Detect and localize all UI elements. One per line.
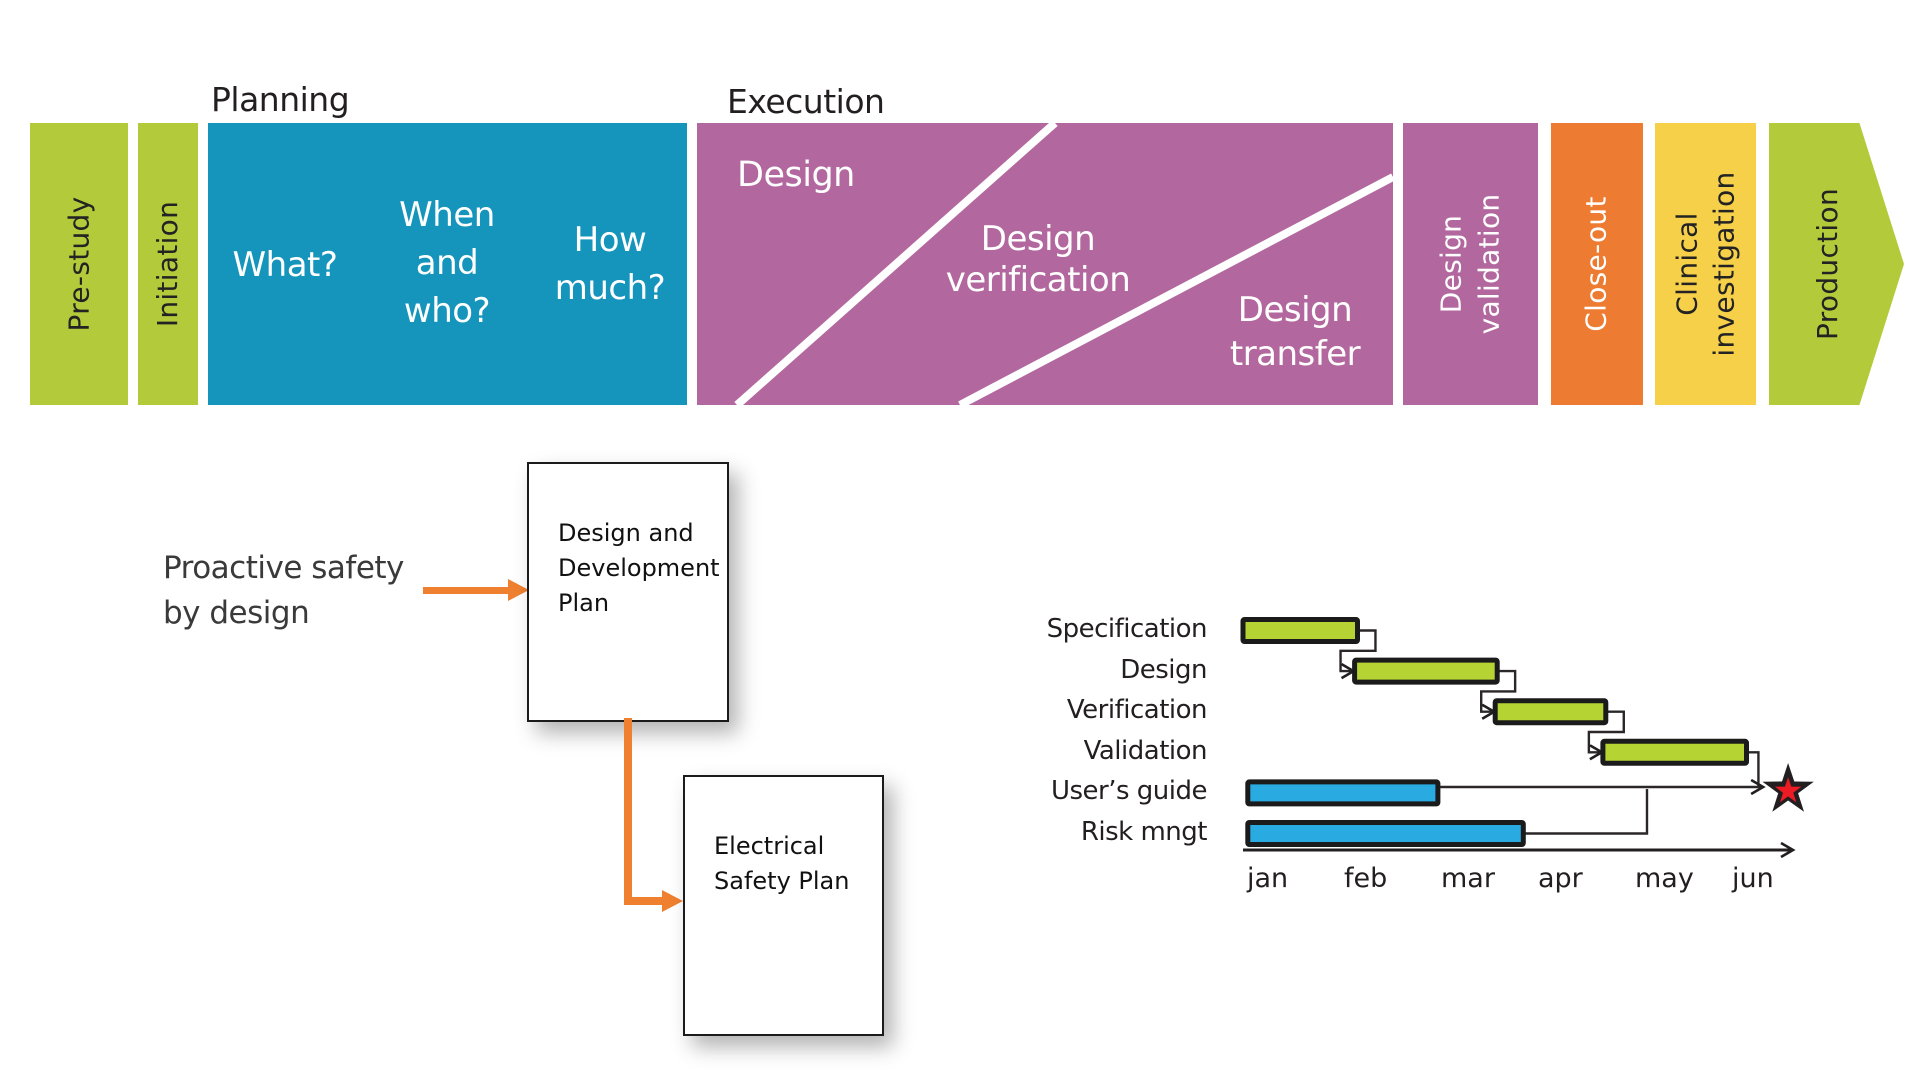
gantt-connector bbox=[1748, 751, 1760, 787]
block-clinical-investigation: Clinical investigation bbox=[1655, 123, 1756, 405]
electrical-safety-plan-box: Electrical Safety Plan bbox=[683, 775, 884, 1036]
gantt-task-label: User’s guide bbox=[1050, 776, 1208, 807]
execution-phase-label: Execution bbox=[727, 82, 885, 121]
gantt-bar bbox=[1352, 657, 1500, 685]
gantt-bar bbox=[1245, 779, 1441, 807]
gantt-connector bbox=[1339, 629, 1377, 672]
block-close-out: Close-out bbox=[1551, 123, 1643, 405]
design-transfer-label: Design transfer bbox=[1229, 290, 1361, 374]
gantt-chart: jan feb mar apr may jun bbox=[1240, 617, 1814, 894]
block-pre-study: Pre-study bbox=[30, 123, 128, 405]
gantt-connector bbox=[1587, 710, 1625, 753]
gantt-task-label: Verification bbox=[1066, 695, 1208, 726]
design-validation-label: Design validation bbox=[1434, 193, 1506, 335]
gantt-connector bbox=[1480, 669, 1517, 712]
close-out-label: Close-out bbox=[1580, 196, 1613, 332]
block-design-validation: Design validation bbox=[1403, 123, 1538, 405]
pre-study-label: Pre-study bbox=[62, 196, 96, 332]
block-production: Production bbox=[1769, 123, 1904, 405]
gantt-connector bbox=[1524, 789, 1649, 835]
gantt-month-label: apr bbox=[1538, 863, 1584, 894]
design-development-plan-text: Design and Development Plan bbox=[558, 519, 720, 617]
gantt-month-label: jan bbox=[1246, 863, 1288, 894]
design-development-plan-box: Design and Development Plan bbox=[527, 462, 729, 722]
production-label: Production bbox=[1811, 188, 1844, 340]
gantt-month-label: may bbox=[1635, 863, 1694, 894]
orange-elbow-arrow-horizontal bbox=[624, 897, 664, 905]
gantt-month-label: feb bbox=[1344, 863, 1387, 894]
gantt-month-label: jun bbox=[1731, 863, 1774, 894]
block-initiation: Initiation bbox=[138, 123, 198, 405]
milestone-star-inner-icon bbox=[1775, 777, 1802, 803]
execution-divider-lines bbox=[734, 123, 1393, 405]
design-verification-label: Design verification bbox=[945, 219, 1131, 300]
gantt-bar bbox=[1240, 617, 1360, 644]
orange-elbow-arrow-icon bbox=[662, 890, 683, 912]
gantt-task-label: Risk mngt bbox=[1080, 816, 1208, 847]
design-label: Design bbox=[737, 155, 855, 195]
electrical-safety-plan-text: Electrical Safety Plan bbox=[714, 832, 850, 895]
gantt-bar bbox=[1492, 698, 1609, 726]
gantt-task-label: Design bbox=[1120, 654, 1207, 685]
block-execution: Design Design verification Design transf… bbox=[697, 123, 1393, 405]
orange-elbow-arrow-vertical bbox=[624, 718, 632, 905]
planning-phase-label: Planning bbox=[211, 80, 350, 119]
block-planning: What? When and who? How much? bbox=[208, 123, 687, 405]
gantt-bar bbox=[1600, 738, 1750, 766]
orange-arrow-right-shaft bbox=[423, 587, 509, 594]
clinical-investigation-label: Clinical investigation bbox=[1670, 171, 1741, 357]
orange-arrow-right-icon bbox=[508, 579, 529, 601]
gantt-task-label: Validation bbox=[1083, 735, 1208, 766]
gantt-month-label: mar bbox=[1441, 863, 1496, 894]
planning-how-much-label: How much? bbox=[554, 220, 666, 308]
gantt-task-label: Specification bbox=[1046, 614, 1208, 644]
gantt-bar bbox=[1245, 820, 1526, 847]
planning-when-who-label: When and who? bbox=[399, 195, 495, 331]
planning-what-label: What? bbox=[232, 245, 338, 285]
initiation-label: Initiation bbox=[151, 200, 184, 328]
proactive-safety-note: Proactive safety by design bbox=[163, 550, 404, 631]
